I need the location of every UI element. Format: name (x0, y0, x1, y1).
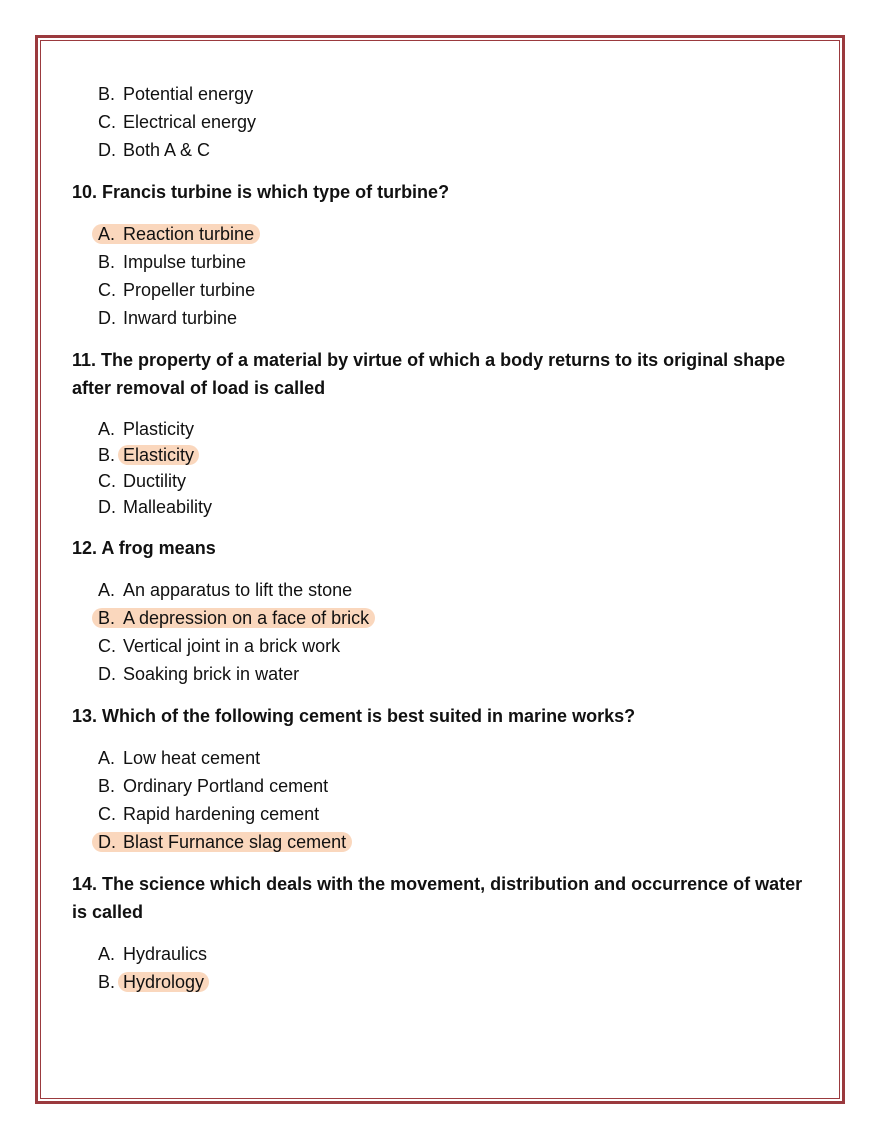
option-letter: C. (98, 471, 116, 491)
option-letter: D. (98, 140, 116, 160)
option-text: Malleability (123, 497, 213, 517)
option-content: B. Ordinary Portland cement (98, 776, 328, 796)
option-text: Propeller turbine (123, 280, 256, 300)
option-text: Ductility (123, 471, 187, 491)
answer-option: C. Propeller turbine (98, 276, 817, 304)
option-content: B.Elasticity (98, 445, 200, 465)
option-content: C. Vertical joint in a brick work (98, 636, 340, 656)
page-border-outer (35, 35, 845, 1104)
answer-option: D. Blast Furnance slag cement (92, 828, 817, 856)
answer-option: A. Low heat cement (98, 744, 817, 772)
option-text: Rapid hardening cement (123, 804, 320, 824)
option-text: Plasticity (123, 419, 195, 439)
answer-option: D. Malleability (98, 494, 817, 520)
answer-option: C. Ductility (98, 468, 817, 494)
option-text: Impulse turbine (123, 252, 247, 272)
answer-option: D. Both A & C (98, 136, 817, 164)
option-text: Vertical joint in a brick work (123, 636, 341, 656)
option-content: D. Inward turbine (98, 308, 237, 328)
option-letter: A. (98, 224, 116, 244)
option-content: C. Propeller turbine (98, 280, 255, 300)
answer-option: B.Elasticity (98, 442, 817, 468)
option-letter: D. (98, 664, 116, 684)
option-letter: A. (98, 419, 116, 439)
option-letter: B. (98, 252, 116, 272)
option-text: Blast Furnance slag cement (123, 832, 347, 852)
answer-option: A. Reaction turbine (92, 220, 817, 248)
option-content: A. Low heat cement (98, 748, 260, 768)
option-text: Electrical energy (123, 112, 257, 132)
option-letter: D. (98, 497, 116, 517)
option-letter: C. (98, 280, 116, 300)
option-content: B. Impulse turbine (98, 252, 246, 272)
answer-option: B. Impulse turbine (98, 248, 817, 276)
option-content: C. Electrical energy (98, 112, 256, 132)
answer-option: B. Ordinary Portland cement (98, 772, 817, 800)
question-title: 14. The science which deals with the mov… (72, 874, 803, 922)
question-title: 12. A frog means (72, 538, 216, 558)
answer-option: A. An apparatus to lift the stone (98, 576, 817, 604)
answer-option: C. Rapid hardening cement (98, 800, 817, 828)
answer-option: A. Plasticity (98, 416, 817, 442)
answer-option: C. Vertical joint in a brick work (98, 632, 817, 660)
option-text: An apparatus to lift the stone (123, 580, 353, 600)
option-text: A depression on a face of brick (123, 608, 370, 628)
page-border-inner (40, 40, 840, 1099)
option-text: Ordinary Portland cement (123, 776, 329, 796)
option-letter: A. (98, 748, 116, 768)
option-letter: B. (98, 608, 116, 628)
option-text: Elasticity (118, 445, 200, 465)
option-letter: B. (98, 776, 116, 796)
option-letter: B. (98, 445, 116, 465)
option-letter: C. (98, 636, 116, 656)
option-content: D. Soaking brick in water (98, 664, 299, 684)
answer-option: B. A depression on a face of brick (92, 604, 817, 632)
option-content: D. Malleability (98, 497, 212, 517)
option-content: A. An apparatus to lift the stone (98, 580, 352, 600)
option-letter: A. (98, 580, 116, 600)
option-content: A. Reaction turbine (92, 224, 261, 244)
option-text: Hydrology (118, 972, 210, 992)
option-content: D. Blast Furnance slag cement (92, 832, 353, 852)
option-content: C. Rapid hardening cement (98, 804, 319, 824)
option-text: Hydraulics (123, 944, 208, 964)
option-letter: C. (98, 112, 116, 132)
option-content: A. Hydraulics (98, 944, 207, 964)
answer-option: B.Hydrology (98, 968, 817, 996)
question-title: 10. Francis turbine is which type of tur… (72, 182, 450, 202)
option-text: Potential energy (123, 84, 254, 104)
option-letter: D. (98, 832, 116, 852)
answer-option: A. Hydraulics (98, 940, 817, 968)
option-content: D. Both A & C (98, 140, 210, 160)
answer-option: D. Inward turbine (98, 304, 817, 332)
option-letter: B. (98, 972, 116, 992)
answer-option: C. Electrical energy (98, 108, 817, 136)
answer-option: B. Potential energy (98, 80, 817, 108)
option-text: Low heat cement (123, 748, 261, 768)
option-text: Reaction turbine (123, 224, 255, 244)
answer-option: D. Soaking brick in water (98, 660, 817, 688)
question-title: 11. The property of a material by virtue… (72, 350, 786, 398)
option-content: B.Hydrology (98, 972, 210, 992)
option-content: C. Ductility (98, 471, 186, 491)
option-letter: D. (98, 308, 116, 328)
option-content: B. A depression on a face of brick (92, 608, 376, 628)
option-text: Soaking brick in water (123, 664, 300, 684)
option-content: A. Plasticity (98, 419, 194, 439)
option-letter: B. (98, 84, 116, 104)
question-title: 13. Which of the following cement is bes… (72, 706, 636, 726)
option-letter: C. (98, 804, 116, 824)
option-content: B. Potential energy (98, 84, 253, 104)
option-letter: A. (98, 944, 116, 964)
option-text: Both A & C (123, 140, 211, 160)
option-text: Inward turbine (123, 308, 238, 328)
